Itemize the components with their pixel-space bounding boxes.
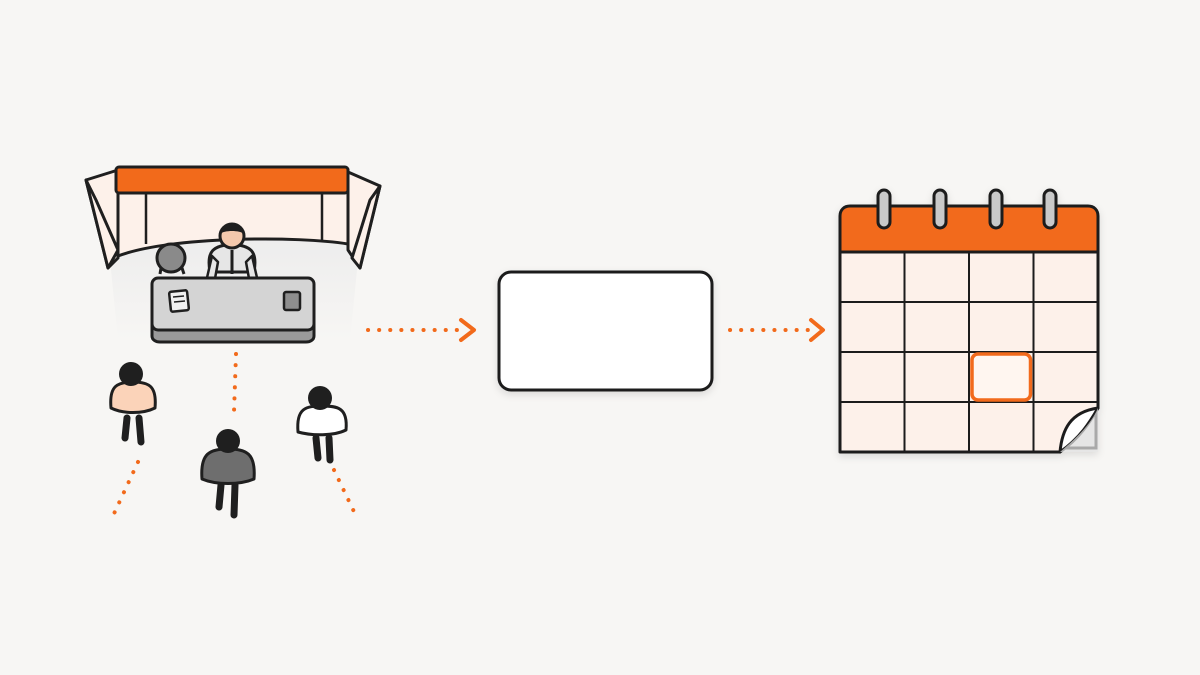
calendar-ring — [932, 188, 948, 230]
tablet-icon — [282, 290, 302, 312]
booth-accent-bar — [114, 165, 350, 195]
calendar-icon — [838, 188, 1100, 454]
calendar-header — [838, 204, 1100, 254]
reception-desk — [150, 276, 316, 344]
chair-icon — [155, 242, 187, 275]
calendar-grid — [840, 252, 1098, 452]
calendar-selected-day — [970, 352, 1033, 402]
calendar-rings — [876, 188, 1058, 230]
arrow-right-icon — [366, 318, 476, 342]
calendar-ring — [988, 188, 1004, 230]
walking-person-icon — [200, 429, 256, 519]
middle-box — [497, 270, 714, 392]
walking-person-icon — [296, 386, 348, 464]
walking-person-icon — [109, 362, 157, 446]
calendar-ring — [876, 188, 892, 230]
reception-booth-icon — [84, 165, 382, 344]
arrow-right-icon — [728, 318, 825, 342]
visitor-paths — [110, 352, 360, 522]
calendar-ring — [1042, 188, 1058, 230]
